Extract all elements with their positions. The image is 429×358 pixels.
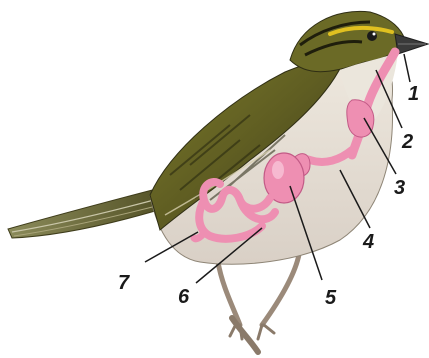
label-1: 1 [408, 83, 419, 105]
leader-1 [404, 54, 410, 82]
label-4: 4 [362, 231, 374, 253]
label-5: 5 [325, 287, 337, 309]
label-2: 2 [401, 131, 413, 153]
label-7: 7 [118, 272, 130, 294]
eye [367, 31, 377, 41]
leg-back [218, 262, 240, 325]
label-6: 6 [178, 286, 190, 308]
label-3: 3 [394, 177, 405, 199]
gizzard-shine [272, 161, 284, 179]
eye-highlight [373, 33, 376, 36]
